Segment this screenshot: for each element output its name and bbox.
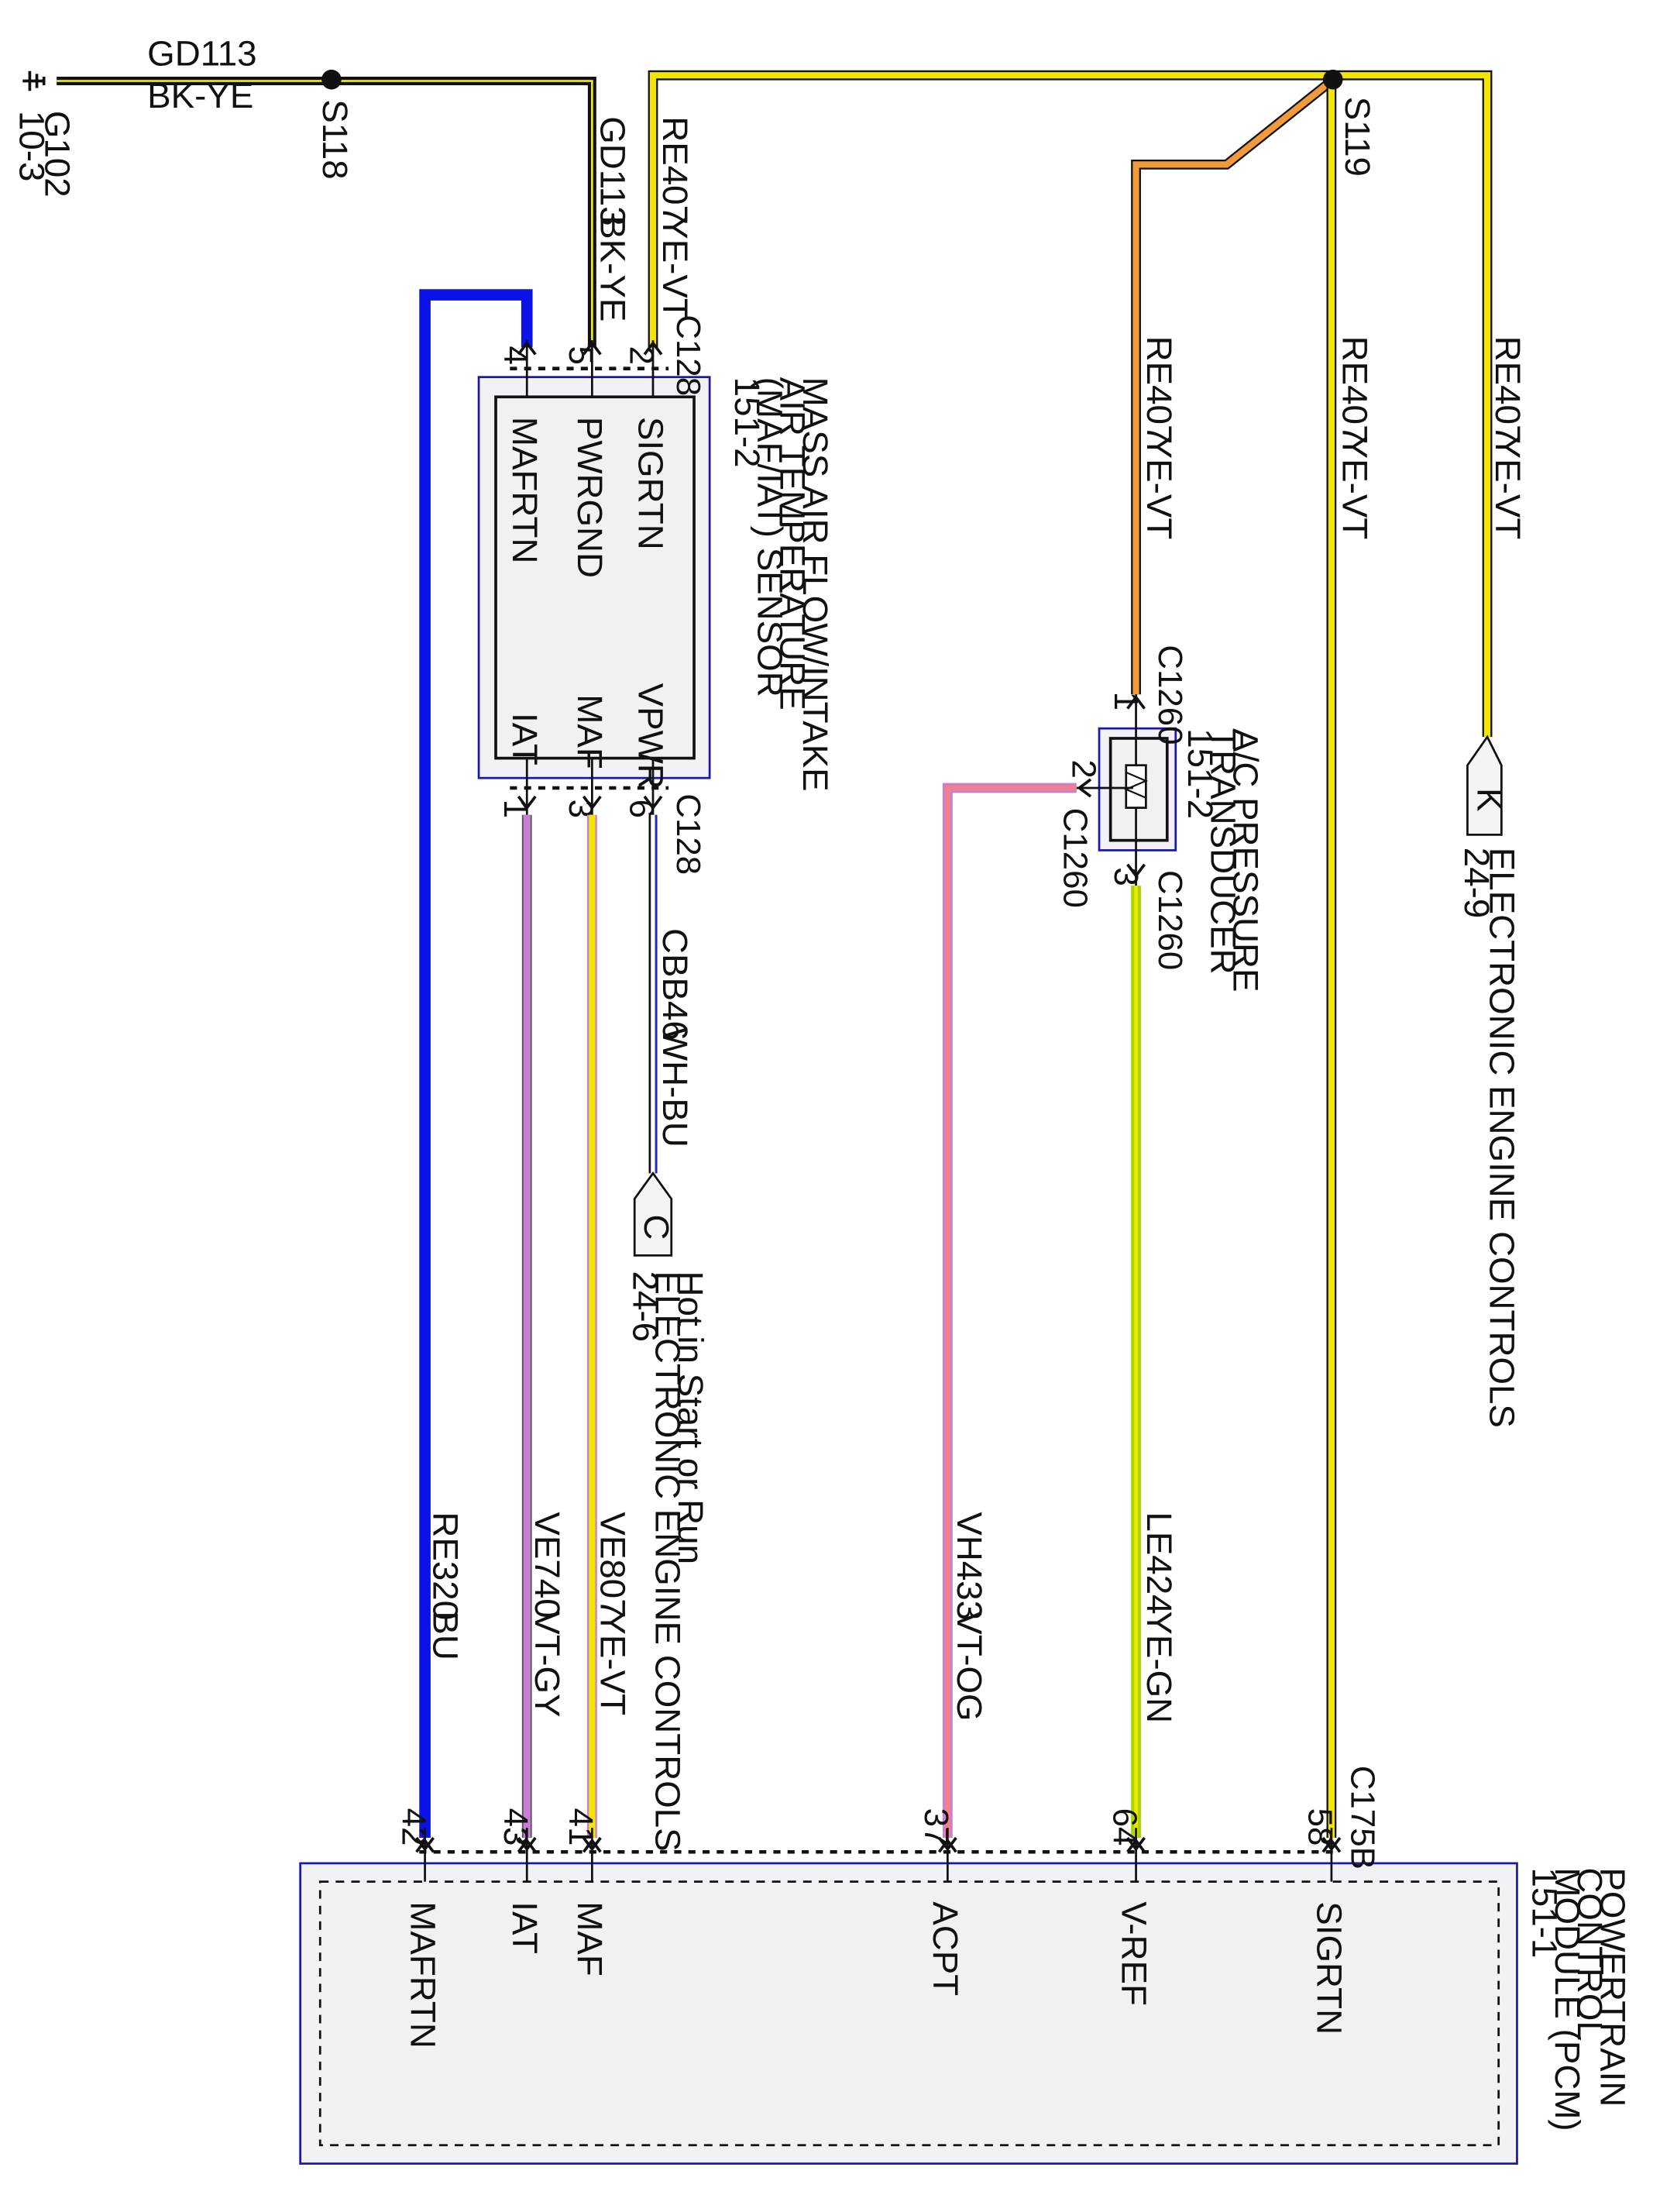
- maf-connector-top-label: C128: [669, 315, 707, 396]
- pcm-connector: [415, 1828, 1342, 1882]
- maf-pin-5: 5: [562, 346, 600, 364]
- wire-gd113-vert-color: BK-YE: [593, 215, 632, 322]
- ref-k-letter: K: [1469, 788, 1509, 811]
- maf-iat-sensor[interactable]: [477, 376, 711, 779]
- pcm-pin-41: 41: [562, 1808, 600, 1846]
- wire-re407-maf: [648, 70, 1493, 738]
- pcm-name-3: MODULE (PCM): [1548, 1867, 1587, 2131]
- maf-label-pwrgnd: PWRGND: [570, 417, 610, 578]
- splice-s118-label: S118: [315, 99, 355, 179]
- splice-s119-label: S119: [1338, 97, 1377, 177]
- wire-le424-color: YE-GN: [1139, 1611, 1179, 1723]
- maf-label-vpwr: VPWR: [631, 683, 671, 790]
- wire-vh433-color: VT-OG: [950, 1611, 989, 1721]
- maf-sensor-ref: 151-2: [727, 377, 767, 468]
- ground-ref: 10-3: [12, 111, 52, 181]
- maf-sensor-name-2: AIR TEMPERATURE: [773, 377, 813, 710]
- ref-c-text2: ELECTRONIC ENGINE CONTROLS: [648, 1271, 688, 1852]
- maf-label-maf: MAF: [570, 694, 610, 769]
- wire-cbb46-color: WH-BU: [655, 1027, 695, 1147]
- pcm-label-maf: MAF: [570, 1901, 610, 1976]
- ref-c-letter: C: [637, 1214, 676, 1240]
- maf-bottom-connector: [510, 758, 669, 815]
- pcm-label-iat: IAT: [505, 1901, 545, 1954]
- wire-cbb46: [648, 814, 658, 1174]
- ref-k-text: ELECTRONIC ENGINE CONTROLS: [1483, 848, 1522, 1428]
- pcm-name-1: POWERTRAIN: [1593, 1867, 1632, 2107]
- wire-re407-maf-color: YE-VT: [655, 215, 695, 320]
- wire-gd113-circuit-label: GD113: [147, 33, 256, 73]
- wire-vh433: [942, 783, 1077, 1838]
- maf-label-sigrtn: SIGRTN: [631, 417, 671, 550]
- ref-connector-c[interactable]: C: [633, 1171, 676, 1257]
- wire-re320-color: BU: [426, 1611, 466, 1660]
- maf-sensor-name-1: MASS AIR FLOW/INTAKE: [796, 377, 835, 792]
- pcm-module[interactable]: [299, 1862, 1518, 2165]
- ac-pin-3: 3: [1107, 867, 1145, 886]
- pcm-ref: 151-1: [1525, 1867, 1565, 1958]
- ac-connector-1-label: C1260: [1151, 645, 1189, 745]
- pcm-pin-42: 42: [394, 1808, 432, 1846]
- wire-ve740-circuit: VE740: [528, 1512, 567, 1618]
- wire-re407-pcm-circuit: RE407: [1335, 336, 1375, 445]
- ref-c-ref: 24-6: [625, 1271, 665, 1342]
- wire-ve740-color: VT-GY: [528, 1611, 567, 1717]
- wire-re407-ac-color: YE-VT: [1139, 435, 1179, 540]
- pcm-pin-64: 64: [1105, 1808, 1143, 1846]
- pcm-label-sigrtn: SIGRTN: [1310, 1901, 1349, 2035]
- ac-transducer-name-2: TRANSDUCER: [1203, 728, 1242, 974]
- pcm-pin-37: 37: [917, 1808, 955, 1846]
- wire-ve807-circuit: VE807: [593, 1512, 632, 1618]
- maf-connector-bottom-label: C128: [669, 793, 707, 875]
- splice-s119: [1322, 69, 1343, 90]
- wire-le424-circuit: LE424: [1139, 1512, 1179, 1614]
- pcm-name-2: CONTROL: [1570, 1867, 1610, 2040]
- ground-label: G102: [38, 111, 77, 198]
- ac-transducer-name-1: A/C PRESSURE: [1226, 728, 1266, 992]
- wire-gd113-color-label: BK-YE: [147, 76, 253, 115]
- wire-re407-ac: [1131, 77, 1335, 695]
- ac-connector-3-label: C1260: [1151, 870, 1189, 970]
- ref-c-text1: Hot in Start or Run: [671, 1271, 710, 1564]
- wire-re407-maf-circuit: RE407: [655, 116, 695, 225]
- maf-sensor-name-3: (MAF/IAT) SENSOR: [750, 377, 789, 697]
- pcm-pin-43: 43: [497, 1808, 534, 1846]
- maf-top-connector: [510, 340, 669, 397]
- pcm-label-vref: V-REF: [1114, 1901, 1153, 2006]
- ac-pin-1: 1: [1107, 692, 1145, 710]
- pcm-pin-58: 58: [1301, 1808, 1339, 1846]
- pcm-connector-label: C175B: [1344, 1766, 1382, 1870]
- ground-symbol: [22, 71, 46, 91]
- wire-re320: [419, 289, 533, 1838]
- ref-k-ref: 24-9: [1457, 848, 1497, 918]
- pcm-label-mafrtn: MAFRTN: [403, 1901, 442, 2049]
- wire-gd113: [57, 77, 596, 348]
- wire-re407-k-circuit: RE407: [1488, 336, 1528, 445]
- ac-pin-2: 2: [1064, 759, 1102, 778]
- ref-connector-k[interactable]: K: [1466, 734, 1509, 836]
- splice-s118: [321, 69, 342, 90]
- ac-connector-2-label: C1260: [1056, 808, 1094, 908]
- maf-pin-4: 4: [497, 346, 534, 364]
- pcm-label-acpt: ACPT: [926, 1901, 965, 1996]
- wire-ve807-color: YE-VT: [593, 1611, 632, 1715]
- wire-re407-pcm-color: YE-VT: [1335, 435, 1375, 540]
- wire-re407-k-color: YE-VT: [1488, 435, 1528, 540]
- wire-gd113-vert-circuit: GD113: [593, 116, 632, 225]
- maf-label-iat: IAT: [505, 713, 545, 765]
- wire-cbb46-circuit: CBB46: [655, 928, 695, 1041]
- wire-re320-circuit: RE320: [426, 1512, 466, 1620]
- wire-vh433-circuit: VH433: [950, 1512, 989, 1620]
- ac-pressure-transducer[interactable]: [1076, 694, 1177, 886]
- maf-pin-2: 2: [623, 346, 661, 364]
- wire-re407-ac-circuit: RE407: [1139, 336, 1179, 445]
- ac-transducer-ref: 151-2: [1180, 728, 1220, 819]
- maf-label-mafrtn: MAFRTN: [505, 417, 545, 564]
